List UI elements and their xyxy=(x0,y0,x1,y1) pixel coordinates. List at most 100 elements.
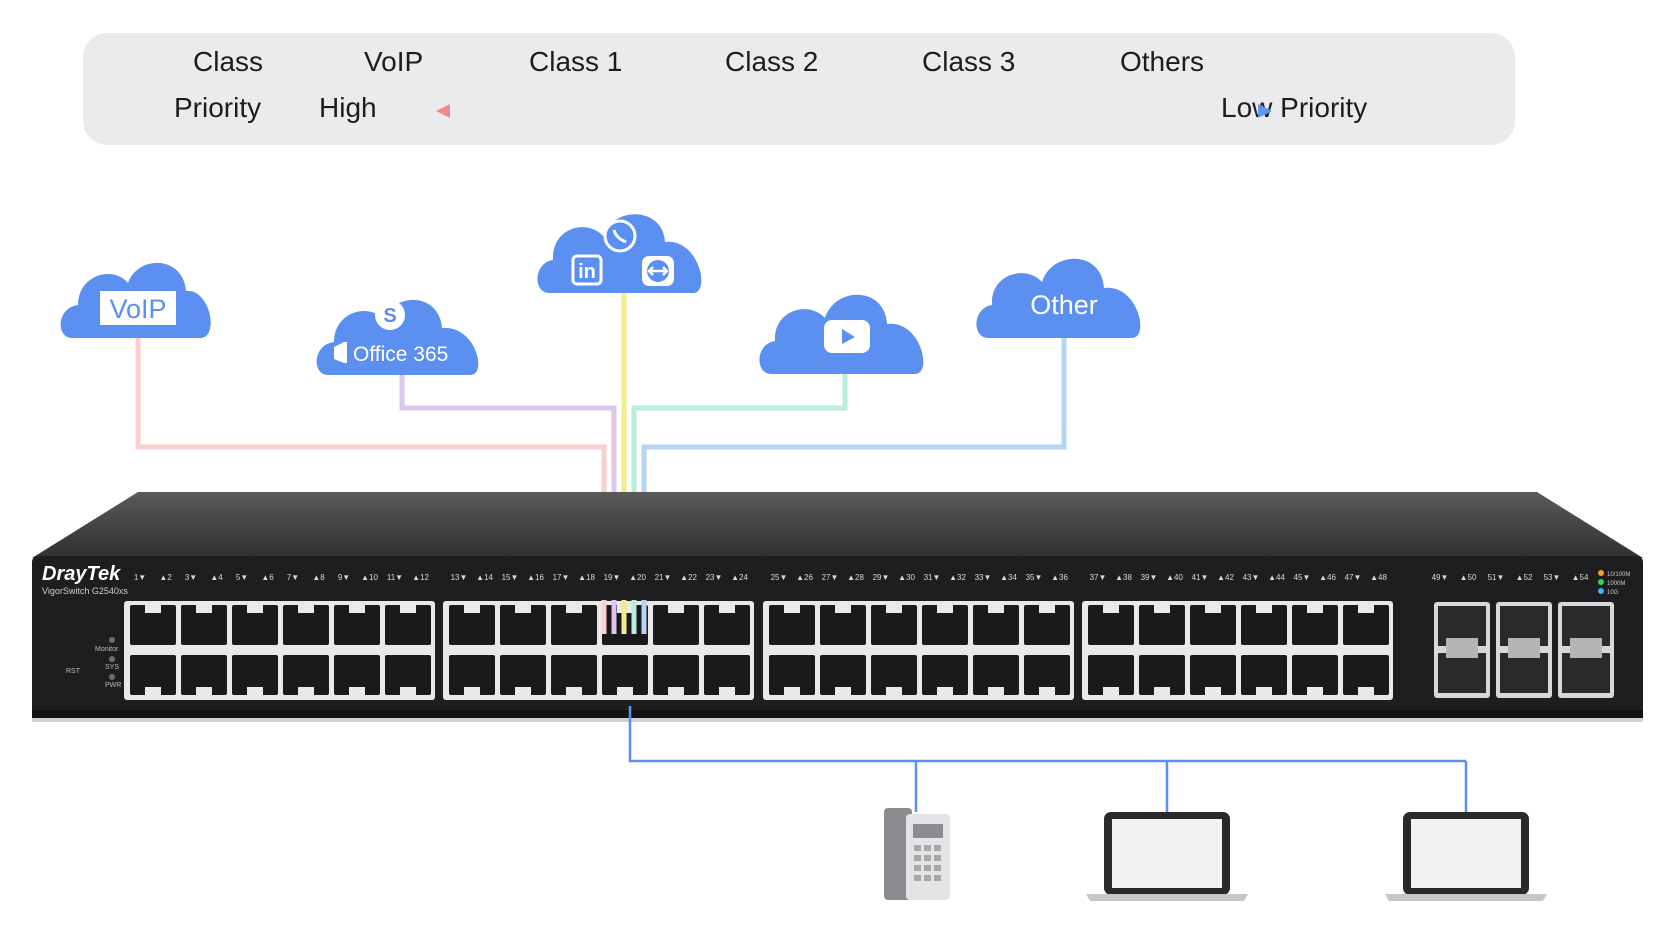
legend-class-3: Class 3 xyxy=(922,46,1016,77)
rj45-port xyxy=(922,605,968,645)
linkedin-icon: in xyxy=(571,254,603,286)
rj45-port xyxy=(871,655,917,695)
led-sys xyxy=(109,656,115,662)
port-number-label: ▲22 xyxy=(680,573,697,582)
legend-class-2: Class 2 xyxy=(725,46,819,77)
rj45-port xyxy=(769,655,815,695)
port-number-label: 5▼ xyxy=(236,573,248,582)
other-label: Other xyxy=(1030,290,1098,320)
rj45-port xyxy=(334,655,380,695)
rj45-port xyxy=(922,655,968,695)
legend-class-1: Class 1 xyxy=(529,46,623,77)
rj45-port xyxy=(1088,605,1134,645)
rj45-port xyxy=(1343,655,1389,695)
port-number-label: ▲32 xyxy=(949,573,966,582)
port-number-label: ▲14 xyxy=(476,573,493,582)
sfp-number-label: 51▼ xyxy=(1488,573,1505,582)
rj45-port xyxy=(1190,605,1236,645)
port-number-label: 33▼ xyxy=(975,573,992,582)
port-number-label: 11▼ xyxy=(387,573,403,582)
legend-class-others: Others xyxy=(1120,46,1205,77)
port-number-label: ▲36 xyxy=(1051,573,1068,582)
brand-logo: DrayTek xyxy=(42,563,121,585)
office-icon xyxy=(334,342,347,363)
port-number-label: 47▼ xyxy=(1345,573,1362,582)
connection-lines-front xyxy=(601,600,647,634)
rj45-port xyxy=(283,605,329,645)
port-number-label: 27▼ xyxy=(822,573,839,582)
sfp-port-bank xyxy=(1434,602,1614,698)
port-number-label: ▲30 xyxy=(898,573,915,582)
port-number-label: ▲24 xyxy=(731,573,748,582)
port-number-label: 3▼ xyxy=(185,573,197,582)
priority-arrow xyxy=(436,104,1272,118)
legend-class-label: Class xyxy=(193,46,264,77)
port-number-label: ▲48 xyxy=(1370,573,1387,582)
laptop-icon xyxy=(1086,812,1248,901)
port-number-label: ▲4 xyxy=(210,573,223,582)
other-cloud: Other xyxy=(976,258,1141,338)
video-cloud xyxy=(759,294,924,374)
rj45-port xyxy=(232,655,278,695)
port-number-label: ▲40 xyxy=(1166,573,1183,582)
svg-text:S: S xyxy=(383,305,396,327)
rj45-port xyxy=(1241,655,1287,695)
port-number-label: 39▼ xyxy=(1141,573,1158,582)
port-number-label: 23▼ xyxy=(706,573,723,582)
rj45-port xyxy=(500,655,546,695)
port-number-label: 9▼ xyxy=(338,573,350,582)
port-number-label: 29▼ xyxy=(873,573,890,582)
apps-cloud: in xyxy=(537,214,702,293)
rj45-port xyxy=(1190,655,1236,695)
port-number-label: 15▼ xyxy=(502,573,519,582)
led-pwr-label: PWR xyxy=(105,682,121,689)
port-number-label: ▲2 xyxy=(159,573,172,582)
rj45-port xyxy=(704,605,750,645)
port-number-label: 1▼ xyxy=(134,573,146,582)
port-number-label: ▲38 xyxy=(1115,573,1132,582)
voip-cloud: VoIP xyxy=(60,262,211,338)
port-number-label: ▲46 xyxy=(1319,573,1336,582)
led-monitor xyxy=(109,637,115,643)
rj45-port xyxy=(551,605,597,645)
svg-text:in: in xyxy=(578,261,596,283)
rj45-port xyxy=(653,655,699,695)
port-number-label: 37▼ xyxy=(1090,573,1107,582)
rj45-port xyxy=(973,605,1019,645)
port-number-label: ▲10 xyxy=(361,573,378,582)
rj45-port xyxy=(449,605,495,645)
rj45-port xyxy=(1088,655,1134,695)
led-pwr xyxy=(109,674,115,680)
port-number-label: 21▼ xyxy=(655,573,672,582)
legend-priority-label: Priority xyxy=(174,92,262,123)
rj45-port xyxy=(820,605,866,645)
whatsapp-icon xyxy=(603,219,637,253)
rj45-port xyxy=(602,655,648,695)
rj45-port xyxy=(820,655,866,695)
rj45-port xyxy=(1139,655,1185,695)
rj45-port xyxy=(1241,605,1287,645)
port-number-label: ▲20 xyxy=(629,573,646,582)
sfp-number-label: 53▼ xyxy=(1544,573,1561,582)
rj45-port xyxy=(1024,655,1070,695)
priority-legend: Class VoIP Class 1 Class 2 Class 3 Other… xyxy=(83,33,1515,145)
port-number-label: ▲34 xyxy=(1000,573,1017,582)
port-number-label: 19▼ xyxy=(604,573,621,582)
port-number-label: ▲6 xyxy=(261,573,274,582)
rj45-port xyxy=(232,605,278,645)
port-number-label: 13▼ xyxy=(451,573,468,582)
port-number-label: 45▼ xyxy=(1294,573,1311,582)
led-sys-label: SYS xyxy=(105,664,119,671)
ip-phone-icon xyxy=(884,808,950,900)
legend-high-priority: High xyxy=(319,92,377,123)
rj45-port xyxy=(973,655,1019,695)
rj45-port xyxy=(871,605,917,645)
teamviewer-icon xyxy=(642,256,674,286)
port-number-label: ▲12 xyxy=(412,573,429,582)
speed-10-100: 10/100M xyxy=(1607,572,1630,578)
voip-label: VoIP xyxy=(109,294,166,324)
rj45-port xyxy=(1292,655,1338,695)
sfp-number-label: ▲52 xyxy=(1516,573,1533,582)
legend-low-priority: Low Priority xyxy=(1221,92,1368,123)
draytek-switch: DrayTek VigorSwitch G2540xs Monitor SYS … xyxy=(32,492,1643,722)
